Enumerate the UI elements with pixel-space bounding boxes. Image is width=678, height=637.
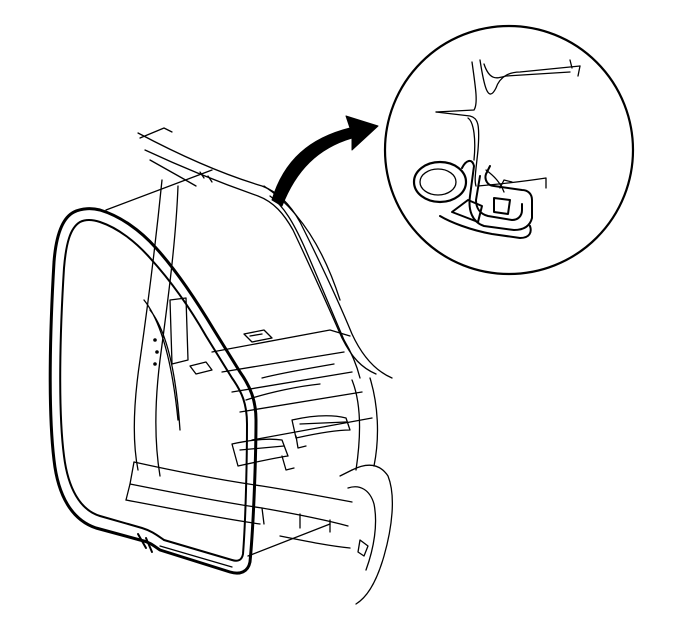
detail-panel-2 [479, 59, 581, 95]
b-pillar-hole-1 [153, 338, 157, 342]
rocker-end [125, 461, 135, 501]
wheelhouse-ridge [339, 469, 353, 477]
detail-panel-4 [435, 111, 480, 187]
detail-panel-end [569, 59, 573, 69]
floor-line-5 [251, 417, 373, 441]
floor-line-2 [221, 351, 345, 373]
b-pillar-rear [155, 185, 179, 477]
floor-line-3 [231, 371, 353, 393]
rocker-face-1 [129, 483, 349, 527]
callout-arrow [271, 115, 379, 207]
door-weatherstrip [48, 207, 258, 575]
b-pillar-front [133, 179, 163, 471]
floor-line-1 [211, 329, 351, 353]
detail-channel-tail [439, 215, 532, 239]
detail-channel-tab [493, 197, 511, 215]
sill-hatch [261, 507, 331, 533]
hinge-mark [357, 539, 369, 557]
detail-bulb-inner [419, 168, 457, 196]
weatherstrip-joint [137, 533, 153, 553]
floor-tab-3 [189, 361, 213, 375]
floor-rib-2 [261, 363, 335, 379]
detail-panel-5 [477, 177, 547, 189]
detail-panel-3 [483, 63, 581, 79]
floor-line-4 [239, 391, 363, 413]
wheelhouse-outer [351, 464, 394, 605]
guide-line-bottom [247, 523, 331, 557]
detail-channel-lip-2 [499, 179, 513, 189]
seat-rail-right [291, 415, 351, 439]
a-pillar-outer [137, 132, 393, 379]
detail-callout [383, 24, 635, 276]
detail-circle [383, 24, 635, 276]
b-pillar-hole-2 [155, 350, 159, 354]
a-pillar-inner [144, 149, 377, 375]
b-pillar-flange [169, 297, 189, 365]
detail-channel-grip [451, 199, 483, 223]
rocker-face-2 [125, 499, 261, 525]
vehicle-body [125, 127, 394, 605]
roof-rail-lower [149, 159, 197, 187]
guide-line-top [105, 169, 213, 211]
curved-arrow-icon [271, 115, 379, 207]
cowl-line [343, 339, 361, 379]
seat-bolt-2 [295, 435, 307, 449]
weatherstrip-texture [159, 545, 233, 568]
b-pillar-contour [143, 299, 181, 431]
detail-panel-6 [467, 117, 476, 161]
roof-stitch [199, 171, 213, 183]
floor-tab-2 [249, 333, 263, 337]
guide-lines [105, 169, 331, 557]
a-pillar-trim [269, 195, 345, 341]
wheelhouse-inner [347, 486, 377, 571]
roof-rail-upper [139, 127, 173, 139]
sill-bottom-run [279, 535, 351, 549]
kick-panel-edge-2 [369, 377, 379, 467]
detail-channel-lip [485, 169, 505, 193]
kick-panel-edge [351, 379, 361, 471]
detail-panel-1 [435, 61, 477, 113]
rocker-top [133, 461, 353, 503]
floor-rib-1 [245, 383, 321, 401]
seat-rail-left [231, 438, 289, 467]
floor-tab-1 [243, 329, 273, 343]
detail-channel-outer [461, 160, 533, 231]
b-pillar-hole-3 [153, 362, 157, 366]
weatherstrip-inner [59, 219, 248, 562]
seat-bolt-1 [281, 455, 295, 471]
detail-channel-inner [475, 175, 523, 221]
weatherstrip-outer [48, 207, 258, 575]
